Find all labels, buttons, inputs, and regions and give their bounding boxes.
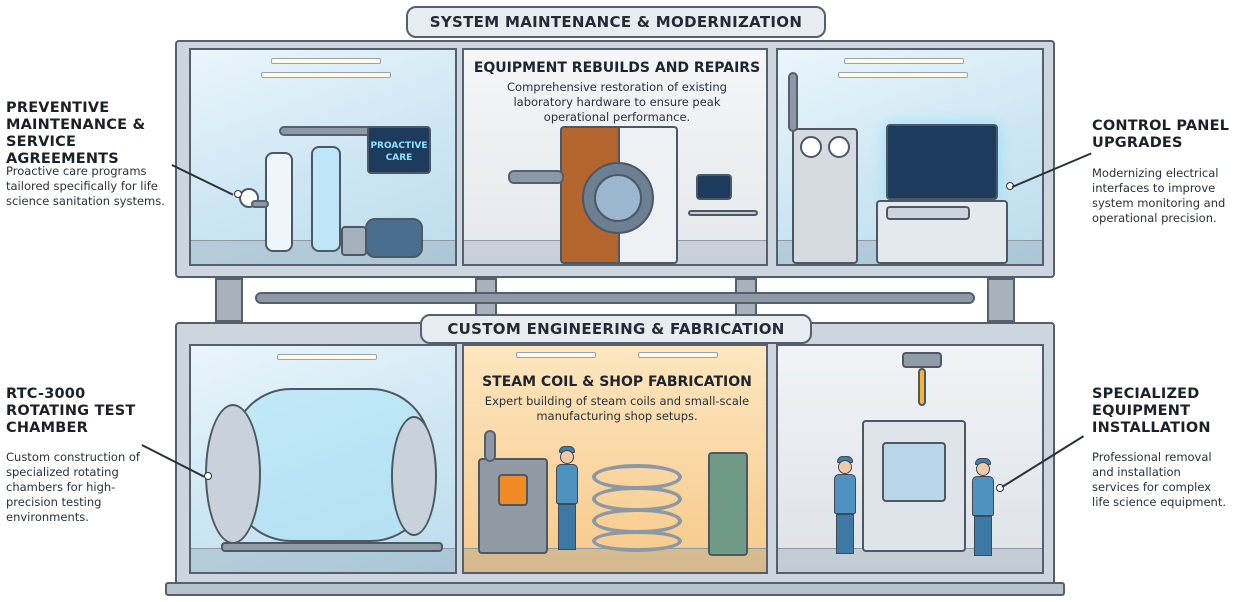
leader-dot bbox=[234, 190, 242, 198]
callout-title-preventive-maintenance: PREVENTIVE MAINTENANCE & SERVICE AGREEME… bbox=[6, 100, 146, 167]
building-base bbox=[165, 582, 1065, 596]
bottom-section-title: CUSTOM ENGINEERING & FABRICATION bbox=[420, 314, 812, 344]
room-rotating-test-chamber bbox=[189, 344, 457, 574]
callout-description-rotating-test-chamber: Custom construction of specialized rotat… bbox=[6, 450, 140, 524]
crane-hoist-icon bbox=[902, 352, 942, 368]
room-title: STEAM COIL & SHOP FABRICATION bbox=[482, 374, 752, 390]
ceiling-light bbox=[838, 72, 968, 78]
support-column bbox=[215, 278, 243, 322]
connecting-pipe bbox=[255, 292, 975, 304]
gauge-icon bbox=[828, 136, 850, 158]
top-section-title: SYSTEM MAINTENANCE & MODERNIZATION bbox=[406, 6, 826, 38]
support-column bbox=[987, 278, 1015, 322]
chamber-wheel bbox=[391, 416, 437, 536]
equipment-window bbox=[882, 442, 946, 502]
room-steam-coil-fabrication: STEAM COIL & SHOP FABRICATION Expert bui… bbox=[462, 344, 768, 574]
flame-icon bbox=[498, 474, 528, 506]
proactive-care-screen: PROACTIVE CARE bbox=[367, 126, 431, 174]
room-control-panel bbox=[776, 48, 1044, 266]
leader-dot bbox=[204, 472, 212, 480]
callout-description-control-panel: Modernizing electrical interfaces to imp… bbox=[1092, 166, 1226, 225]
pump-housing bbox=[341, 226, 367, 256]
furnace bbox=[478, 458, 548, 554]
ceiling-light bbox=[844, 58, 964, 64]
filter-tank bbox=[311, 146, 341, 252]
ceiling-light bbox=[516, 352, 596, 358]
callout-title-rotating-test-chamber: RTC-3000 ROTATING TEST CHAMBER bbox=[6, 386, 136, 436]
ceiling-light bbox=[261, 72, 391, 78]
room-equipment-rebuilds: EQUIPMENT REBUILDS AND REPAIRS Comprehen… bbox=[462, 48, 768, 266]
callout-description-equipment-installation: Professional removal and installation se… bbox=[1092, 450, 1226, 509]
ceiling-light bbox=[638, 352, 718, 358]
ceiling-light bbox=[271, 58, 381, 64]
drill-press bbox=[708, 452, 748, 556]
callout-title-control-panel: CONTROL PANEL UPGRADES bbox=[1092, 118, 1230, 151]
crane-hook bbox=[918, 368, 926, 406]
desk-monitor bbox=[696, 174, 732, 200]
gauge-icon bbox=[800, 136, 822, 158]
callout-title-equipment-installation: SPECIALIZED EQUIPMENT INSTALLATION bbox=[1092, 386, 1211, 436]
chamber-base bbox=[221, 542, 443, 552]
room-preventive-maintenance: PROACTIVE CARE bbox=[189, 48, 457, 266]
room-title: EQUIPMENT REBUILDS AND REPAIRS bbox=[473, 60, 761, 76]
room-description: Expert building of steam coils and small… bbox=[484, 394, 750, 423]
leader-dot bbox=[996, 484, 1004, 492]
ceiling-light bbox=[277, 354, 377, 360]
room-equipment-installation bbox=[776, 344, 1044, 574]
pump-motor bbox=[365, 218, 423, 258]
filter-tank bbox=[265, 152, 293, 252]
room-description: Comprehensive restoration of existing la… bbox=[507, 80, 727, 124]
keyboard-icon bbox=[886, 206, 970, 220]
chamber-wheel bbox=[205, 404, 261, 544]
modern-control-screen bbox=[886, 124, 998, 200]
callout-description-preventive-maintenance: Proactive care programs tailored specifi… bbox=[6, 164, 165, 208]
